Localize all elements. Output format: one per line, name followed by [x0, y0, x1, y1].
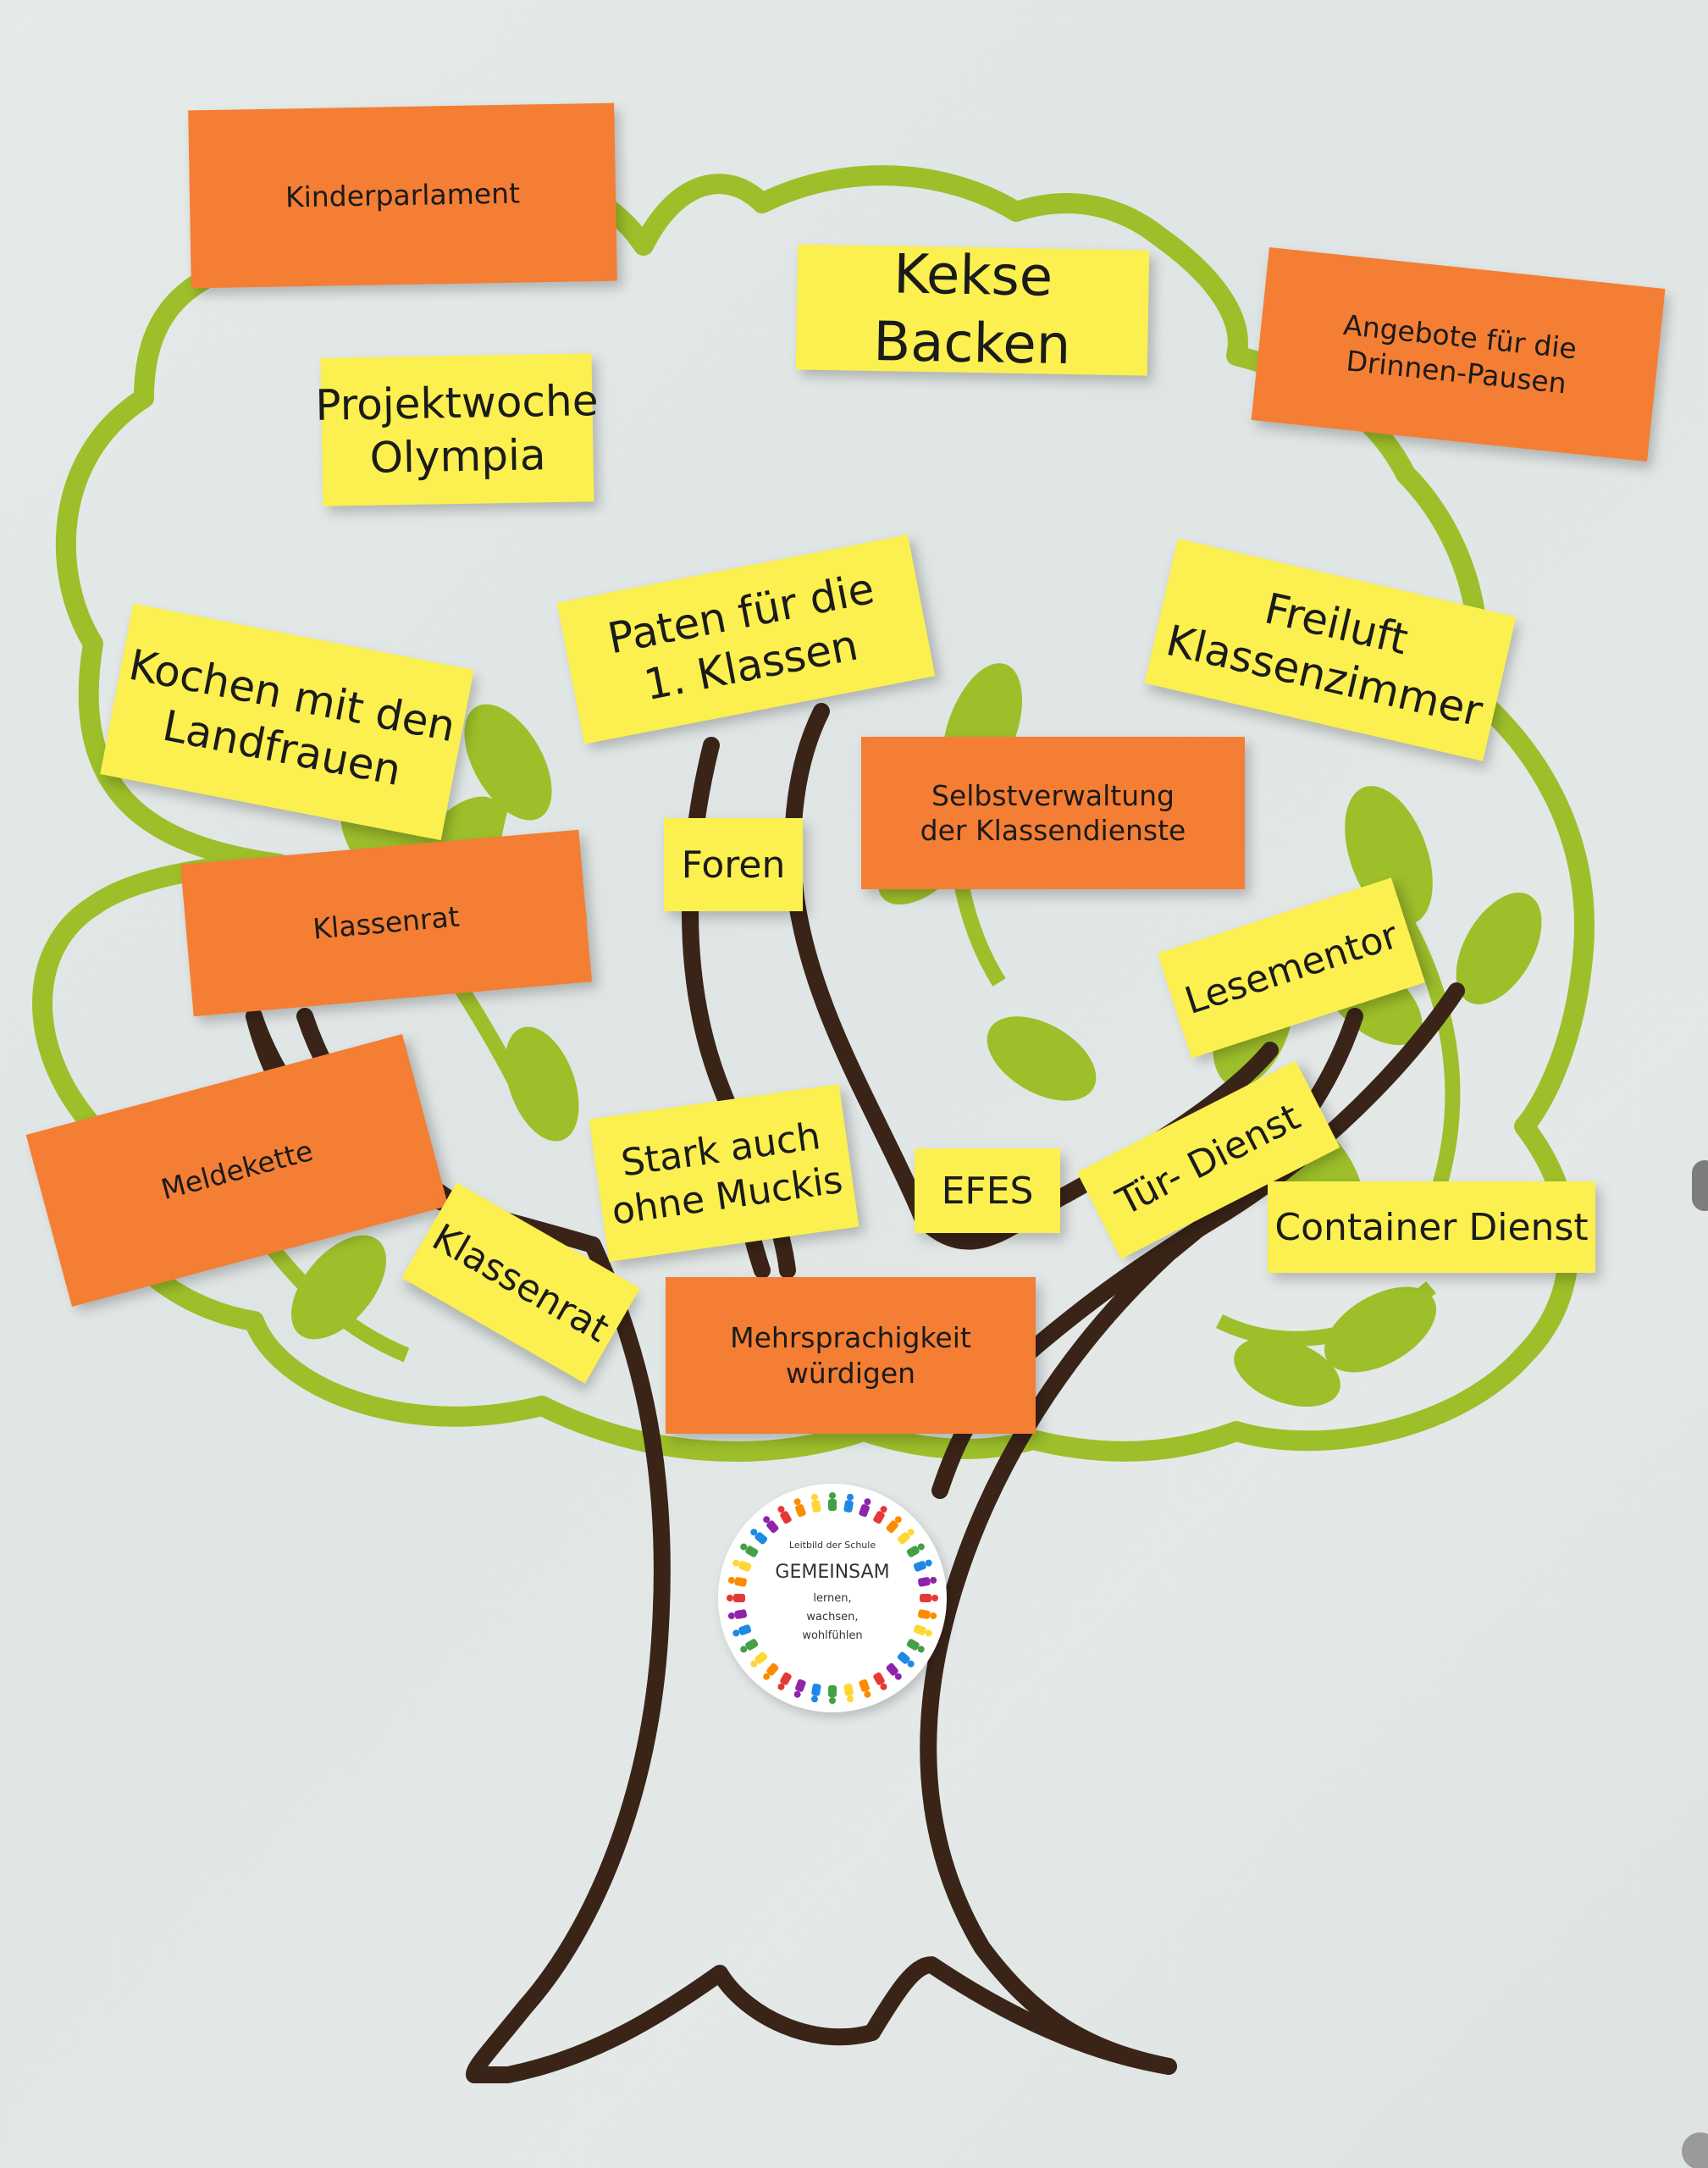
ring-figure — [732, 1624, 752, 1637]
ring-figure — [740, 1639, 759, 1653]
note-kinderparlament: Kinderparlament — [188, 102, 617, 289]
ring-figure — [740, 1543, 759, 1557]
ring-figure — [918, 1576, 937, 1587]
ring-figure — [886, 1662, 902, 1680]
note-container-dienst: Container Dienst — [1268, 1181, 1595, 1273]
wall-screw — [1682, 2132, 1708, 2168]
ring-figure — [906, 1543, 925, 1557]
ring-figure — [777, 1672, 792, 1690]
badge-line-lernen: lernen, — [813, 1592, 852, 1605]
ring-figure — [859, 1498, 871, 1518]
ring-figure — [873, 1672, 887, 1690]
badge-line-wohlfuehlen: wohlfühlen — [802, 1629, 863, 1642]
ring-figure — [828, 1492, 837, 1511]
note-foren: Foren — [664, 818, 803, 911]
ring-figure — [897, 1529, 915, 1545]
note-mehrsprachigkeit-wuerdigen: Mehrsprachigkeit würdigen — [666, 1277, 1036, 1434]
ring-figure — [918, 1609, 937, 1620]
ring-figure — [810, 1684, 821, 1703]
ring-figure — [750, 1651, 768, 1667]
ring-figure — [763, 1662, 779, 1680]
ring-figure — [906, 1639, 925, 1653]
ring-figure — [810, 1493, 821, 1513]
ring-figure — [886, 1516, 902, 1534]
note-kekse-backen: Kekse Backen — [795, 243, 1150, 377]
note-projektwoche-olympia: Projektwoche Olympia — [315, 353, 599, 506]
ring-figure — [913, 1624, 932, 1637]
ring-figure — [897, 1651, 915, 1667]
ring-figure — [777, 1506, 792, 1524]
ring-figure — [873, 1506, 887, 1524]
ring-figure — [763, 1516, 779, 1534]
ring-figure — [828, 1685, 837, 1704]
people-ring-graphic — [727, 1492, 938, 1704]
badge-caption: Leitbild der Schule — [788, 1540, 876, 1551]
ring-figure — [843, 1684, 854, 1703]
ring-figure — [793, 1498, 806, 1518]
door-handle — [1692, 1160, 1708, 1211]
note-selbstverwaltung-klassendienste: Selbstverwaltung der Klassendienste — [861, 737, 1245, 889]
ring-figure — [859, 1679, 871, 1698]
badge-line-wachsen: wachsen, — [806, 1611, 859, 1623]
ring-figure — [913, 1559, 932, 1572]
ring-figure — [843, 1493, 854, 1513]
ring-figure — [727, 1576, 747, 1587]
badge-title: GEMEINSAM — [775, 1562, 890, 1583]
leitbild-badge: Leitbild der Schule GEMEINSAM lernen, wa… — [718, 1484, 947, 1712]
note-efes: EFES — [915, 1148, 1060, 1233]
ring-figure — [920, 1594, 938, 1602]
ring-figure — [793, 1679, 806, 1698]
ring-figure — [727, 1609, 747, 1620]
ring-figure — [732, 1559, 752, 1572]
ring-figure — [750, 1529, 768, 1545]
ring-figure — [727, 1594, 745, 1602]
